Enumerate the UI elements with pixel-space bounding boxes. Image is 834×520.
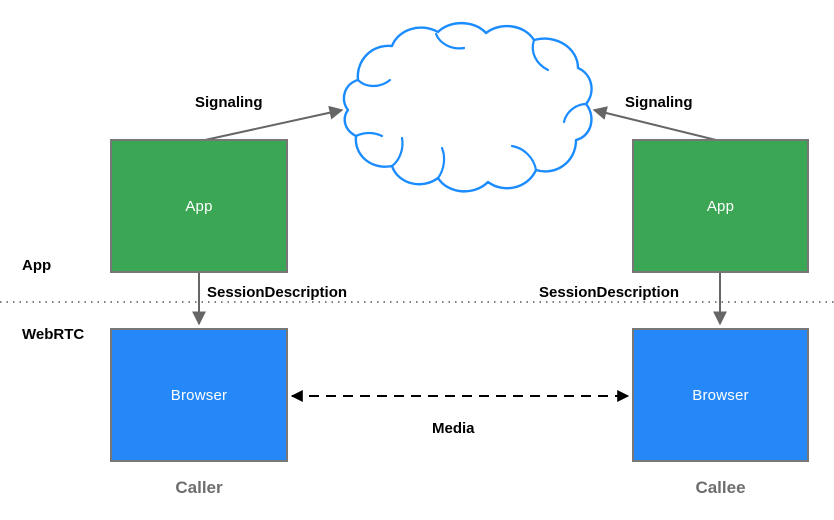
layer-label-app: App bbox=[22, 257, 52, 274]
node-browser-callee[interactable]: Browser bbox=[632, 328, 809, 462]
caption-caller: Caller bbox=[175, 478, 223, 497]
edge-label-media: Media bbox=[432, 420, 475, 437]
node-browser-callee-label: Browser bbox=[692, 386, 749, 404]
node-app-callee-label: App bbox=[706, 197, 735, 215]
node-app-caller[interactable]: App bbox=[110, 139, 288, 273]
caption-callee: Callee bbox=[695, 478, 746, 497]
edge-label-signaling-left: Signaling bbox=[195, 94, 263, 111]
layer-label-webrtc: WebRTC bbox=[22, 326, 85, 343]
edge-label-signaling-right: Signaling bbox=[625, 94, 693, 111]
node-app-callee[interactable]: App bbox=[632, 139, 809, 273]
edge-label-sessiondescription-left: SessionDescription bbox=[207, 284, 348, 301]
node-browser-caller[interactable]: Browser bbox=[110, 328, 288, 462]
cloud-icon bbox=[342, 21, 593, 193]
edge-label-sessiondescription-right: SessionDescription bbox=[539, 284, 680, 301]
signaling-arrow-left bbox=[204, 105, 344, 141]
node-app-caller-label: App bbox=[185, 197, 213, 215]
signaling-arrow-right bbox=[592, 106, 717, 141]
node-browser-caller-label: Browser bbox=[170, 386, 228, 404]
